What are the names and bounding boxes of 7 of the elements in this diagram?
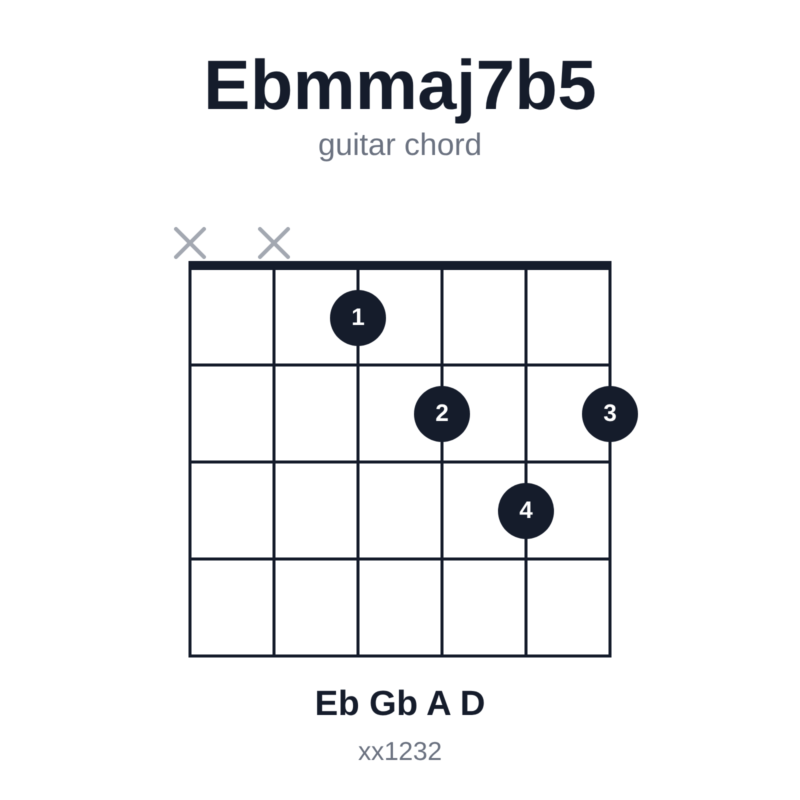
finger-dot: 1 <box>330 290 386 346</box>
chord-subtitle: guitar chord <box>318 129 482 160</box>
chord-notes: Eb Gb A D <box>314 686 486 721</box>
finger-dot: 3 <box>582 386 638 442</box>
fingering-code: xx1232 <box>358 738 442 764</box>
finger-dot: 4 <box>498 483 554 539</box>
finger-dot: 2 <box>414 386 470 442</box>
